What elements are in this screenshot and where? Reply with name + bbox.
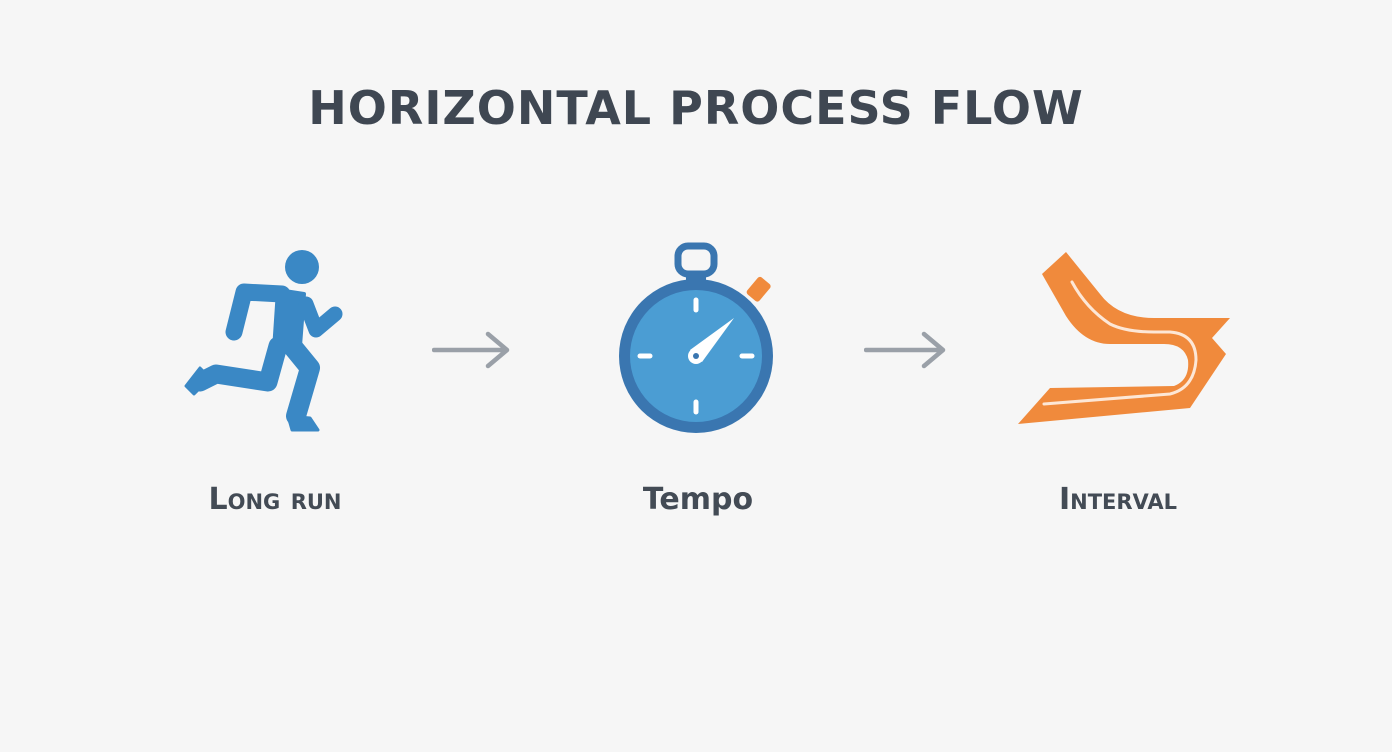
arrow-right-icon xyxy=(432,331,512,369)
track-icon xyxy=(1014,248,1234,428)
step-label-long-run: Long run xyxy=(208,482,342,517)
diagram-title: HORIZONTAL PROCESS FLOW xyxy=(308,81,1084,135)
step-label-tempo: Tempo xyxy=(642,482,754,517)
step-label-interval: Interval xyxy=(1058,482,1178,517)
runner-icon xyxy=(182,246,344,438)
stopwatch-icon xyxy=(616,238,784,438)
arrow-right-icon xyxy=(864,331,948,369)
